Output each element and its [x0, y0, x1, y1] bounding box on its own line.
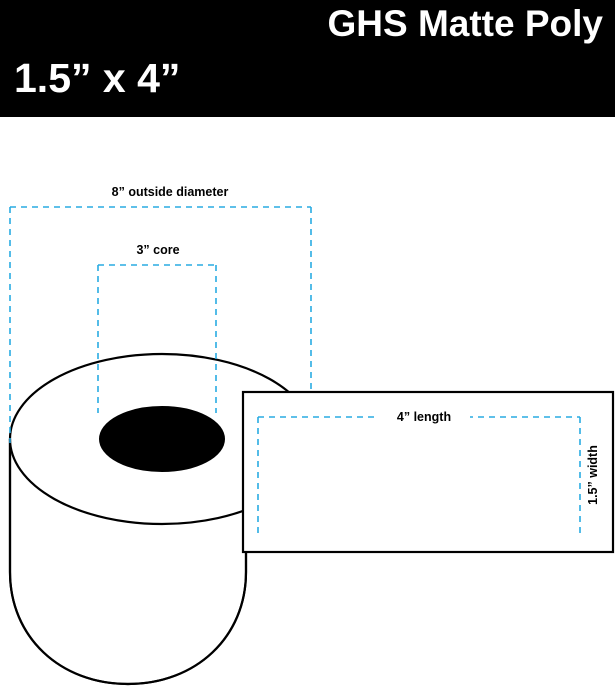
outside-diameter-label: 8” outside diameter — [112, 185, 229, 199]
label-length-dimension: 4” length — [257, 406, 581, 537]
core-label: 3” core — [136, 243, 179, 257]
product-size: 1.5” x 4” — [14, 55, 181, 101]
header-band: GHS Matte Poly 1.5” x 4” — [0, 0, 615, 117]
label-width-dimension: 1.5” width — [583, 417, 603, 533]
roll-diagram: 8” outside diameter 3” core 4” length 1.… — [0, 117, 615, 700]
product-title: GHS Matte Poly — [327, 3, 604, 44]
label-width-label: 1.5” width — [586, 445, 600, 505]
core-dimension: 3” core — [97, 239, 217, 413]
roll-body-outline — [8, 439, 248, 686]
core-hole — [99, 406, 225, 472]
outside-diameter-dimension: 8” outside diameter — [9, 181, 312, 443]
roll-body — [8, 352, 316, 686]
label-length-label: 4” length — [397, 410, 451, 424]
